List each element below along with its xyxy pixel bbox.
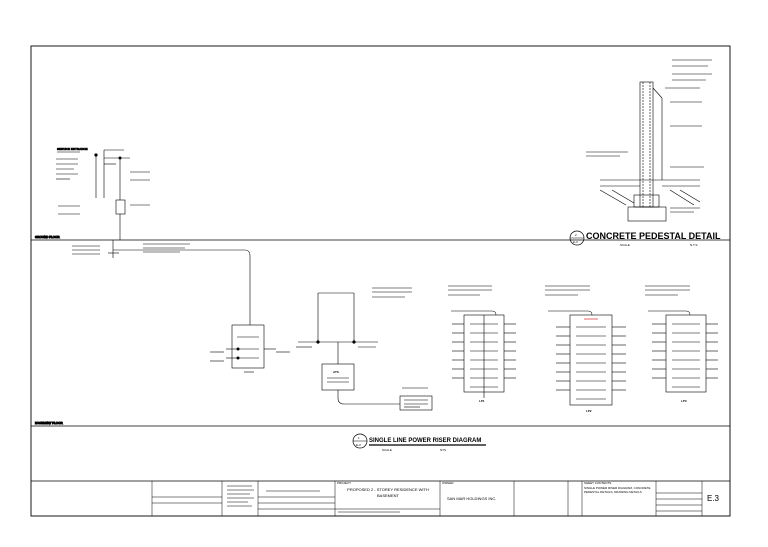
sheet-border (30, 45, 731, 517)
panel-lp3-label: LP3 (681, 399, 687, 403)
riser-sheet-ref: E-3 (356, 443, 361, 447)
sheet-contents-label: SHEET CONTENTS (584, 481, 611, 485)
panel-lp1-label: LP1 (479, 399, 485, 403)
sheet-number: E.3 (707, 494, 720, 503)
riser-scale-label: SCALE (382, 448, 392, 452)
main-feeder (72, 240, 251, 325)
detail-number: 2 (575, 233, 577, 237)
ats-generator-group: ATS (296, 287, 433, 411)
panel-lp2-label: LP2 (586, 409, 592, 413)
project-label: PROJECT (337, 481, 351, 485)
ground-floor-label: GROUND FLOOR (35, 235, 60, 239)
owner-label: OWNER (442, 481, 454, 485)
riser-title: SINGLE LINE POWER RISER DIAGRAM (369, 438, 481, 444)
riser-title-block: 1 E-3 SINGLE LINE POWER RISER DIAGRAM SC… (352, 433, 486, 452)
ats-box (321, 363, 355, 391)
riser-number: 1 (358, 436, 360, 440)
detail-scale-label: SCALE (620, 243, 630, 247)
panel-lp3: LP3 (645, 285, 718, 403)
project-name-wrap: PROPOSED 2 - STOREY RESIDENCE WITH BASEM… (347, 487, 429, 498)
sheet-contents: SINGLE POWER RISER DIAGRAM, CONCRETE PED… (584, 486, 651, 494)
detail-title-block: 2 E-3 CONCRETE PEDESTAL DETAIL SCALE N.T… (569, 230, 721, 247)
panel-lp2: LP2 (545, 285, 626, 413)
generator-box (399, 395, 433, 411)
main-distribution-panel (210, 324, 290, 373)
service-entrance-label: SERVICE ENTRANCE (57, 147, 88, 151)
panel-lp1: LP1 (448, 285, 516, 403)
owner-name: SAN MAR HOLDINGS INC. (447, 496, 496, 501)
detail-title: CONCRETE PEDESTAL DETAIL (586, 231, 721, 241)
service-entrance: SERVICE ENTRANCE (56, 147, 150, 240)
detail-sheet-ref: E-3 (573, 240, 578, 244)
detail-scale-value: N.T.S. (690, 243, 698, 247)
project-name: PROPOSED 2 - STOREY RESIDENCE WITH BASEM… (347, 487, 429, 498)
title-block (151, 481, 703, 516)
riser-scale-value: NTS (440, 448, 446, 452)
ats-label: ATS (333, 370, 339, 374)
basement-floor-label: BASEMENT FLOOR (35, 421, 63, 425)
concrete-pedestal-drawing (586, 59, 712, 222)
sheet-contents-wrap: SINGLE POWER RISER DIAGRAM, CONCRETE PED… (584, 486, 651, 494)
